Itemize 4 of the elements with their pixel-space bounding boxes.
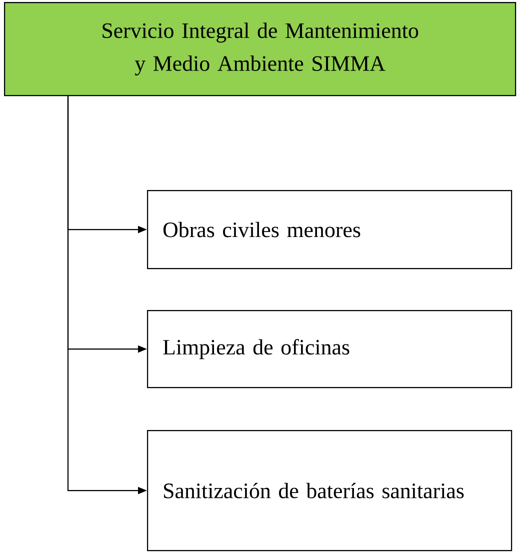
service-box: Limpieza de oficinas (147, 310, 512, 388)
service-box: Obras civiles menores (147, 190, 512, 270)
service-box: Sanitización de baterías sanitarias (147, 430, 512, 552)
title-box: Servicio Integral de Mantenimiento y Medio Ambiente SIMMA (4, 2, 516, 96)
